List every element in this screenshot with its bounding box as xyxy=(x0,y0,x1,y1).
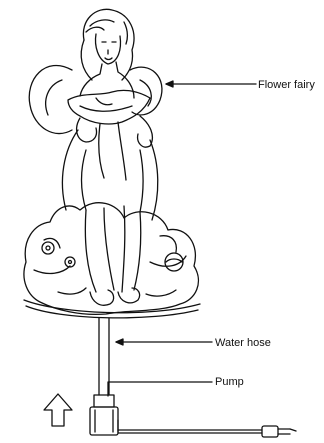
up-arrow-icon xyxy=(44,394,72,426)
water-hose-label: Water hose xyxy=(215,338,271,349)
flower-fairy-label: Flower fairy xyxy=(258,80,315,91)
fairy-statue-icon xyxy=(24,9,200,318)
water-hose-arrowhead xyxy=(116,339,123,345)
pump-label: Pump xyxy=(215,377,244,388)
flower-fairy-arrowhead xyxy=(166,81,173,87)
power-cord xyxy=(118,430,262,433)
pump-icon xyxy=(90,395,118,435)
pump-leader xyxy=(108,382,212,396)
power-plug-icon xyxy=(262,426,296,437)
